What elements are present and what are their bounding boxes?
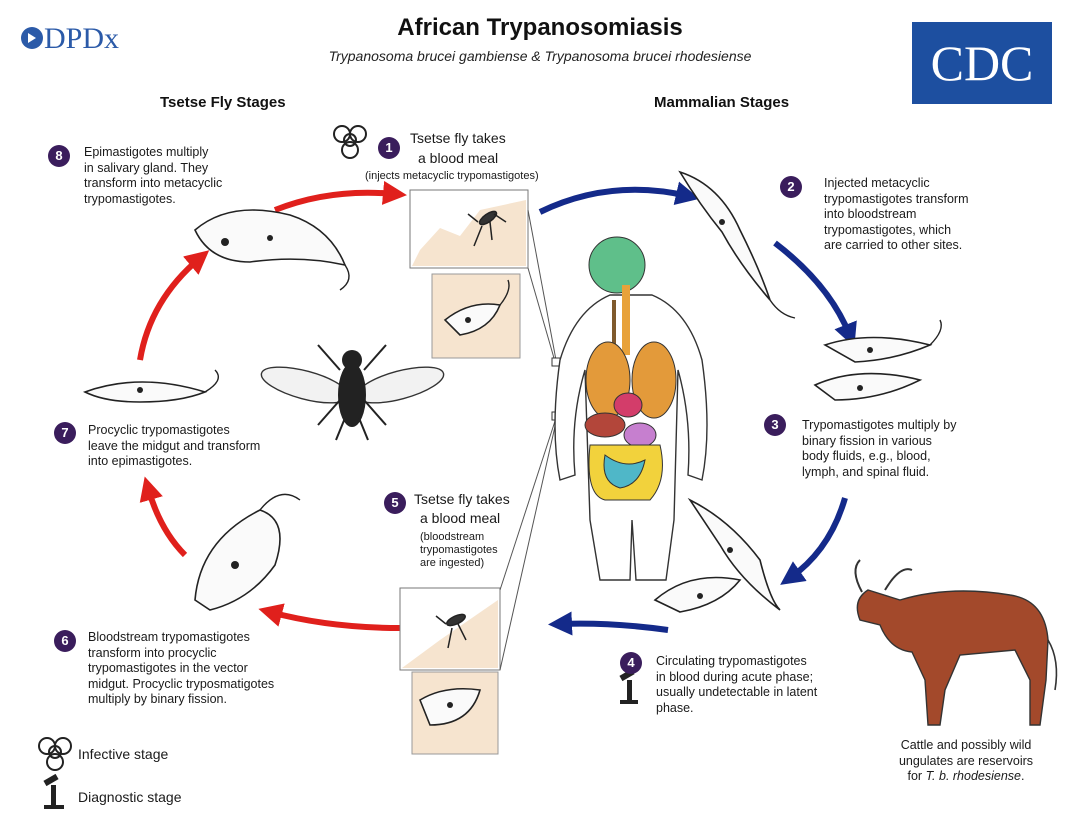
cdc-logo: CDC: [912, 22, 1052, 104]
arrow-1-to-2: [538, 181, 700, 215]
parasite-stage-4a: [687, 497, 781, 611]
tsetse-fly-icon: [260, 344, 445, 441]
dpdx-logo: DPDx: [20, 22, 119, 56]
human-body-graphic: [554, 236, 708, 581]
parasite-stage-6: [194, 509, 281, 611]
step-2-number: 2: [780, 176, 802, 198]
biohazard-icon-step1: [333, 125, 367, 159]
parasite-stage-2: [678, 170, 771, 301]
legend-infective-label: Infective stage: [78, 746, 169, 762]
fly-top-icon: [467, 210, 507, 247]
arrow-6-to-7: [139, 476, 188, 558]
parasite-stage-7: [82, 381, 208, 403]
step-6-number: 6: [54, 630, 76, 652]
arrow-4-to-5: [548, 611, 669, 636]
cattle-caption: Cattle and possibly wild ungulates are r…: [898, 738, 1034, 783]
section-mammalian-stages: Mammalian Stages: [654, 94, 790, 111]
step-1-number: 1: [378, 137, 400, 159]
parasite-stage-3a: [823, 336, 933, 363]
arrow-3-to-4: [780, 497, 848, 585]
dpdx-logo-icon: [21, 27, 43, 49]
cattle-graphic: [854, 559, 1058, 726]
arrow-8-to-1: [273, 180, 407, 213]
step-7-number: 7: [54, 422, 76, 444]
step-5-line2: a blood meal: [420, 510, 501, 526]
parasite-stage-3b: [813, 372, 923, 401]
step-3-number: 3: [764, 414, 786, 436]
section-fly-stages: Tsetse Fly Stages: [160, 94, 286, 111]
step-4-number: 4: [620, 652, 642, 674]
legend-diagnostic-label: Diagnostic stage: [78, 789, 182, 805]
arrow-2-to-3: [773, 240, 857, 348]
microscope-icon-step4: [619, 668, 638, 704]
arrow-5-to-6: [258, 603, 401, 631]
arrow-7-to-8: [137, 250, 210, 361]
legend-diagnostic-icon: [43, 773, 64, 809]
step-5-number: 5: [384, 492, 406, 514]
step-5-line1: Tsetse fly takes: [414, 491, 510, 507]
fly-bottom-icon: [435, 613, 467, 649]
legend-infective-icon: [38, 737, 72, 771]
diagram-subtitle: Trypanosoma brucei gambiense & Trypanoso…: [328, 48, 752, 64]
step-1-line1: Tsetse fly takes: [410, 130, 506, 146]
parasite-inset-top: [443, 303, 502, 336]
step-8-number: 8: [48, 145, 70, 167]
diagram-title: African Trypanosomiasis: [397, 14, 683, 41]
step-1-line2: a blood meal: [418, 150, 499, 166]
step-1-note: (injects metacyclic trypomastigotes): [365, 170, 539, 182]
